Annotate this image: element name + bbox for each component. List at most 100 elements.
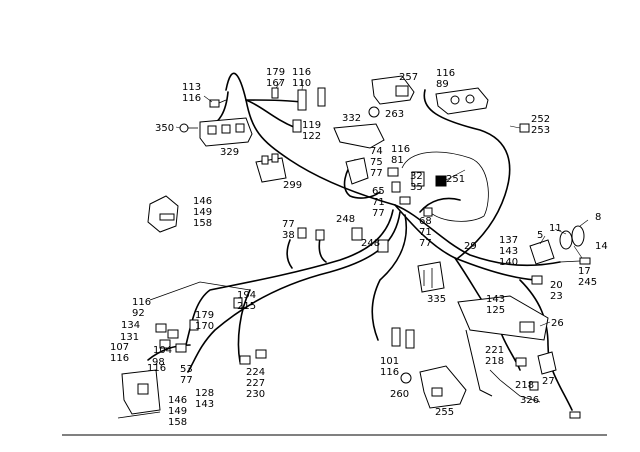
- connector-65: [391, 181, 401, 193]
- module-146-bottom: [117, 369, 161, 419]
- callout-label-c-146-149-158-bot-0: 146: [168, 395, 187, 406]
- callout-label-c-248b-0: 248: [361, 238, 380, 249]
- callout-label-c-131-0: 131: [120, 332, 139, 343]
- callout-label-c-248a-0: 248: [336, 214, 355, 225]
- callout-label-c-257-0: 257: [399, 72, 418, 83]
- callout-label-c-143-125-0: 143: [486, 294, 505, 305]
- bracket-332: [333, 123, 385, 149]
- connector-113: [209, 99, 227, 108]
- callout-label-c-146-149-158-top-2: 158: [193, 218, 212, 229]
- connector-68: [423, 207, 433, 217]
- left-harness-cluster: [149, 281, 251, 353]
- callout-label-c-116-110-1: 110: [292, 78, 311, 89]
- callout-label-c-20-23-1: 23: [550, 291, 563, 302]
- callout-label-c-116-110-0: 116: [292, 67, 311, 78]
- relay-335: [417, 261, 445, 293]
- callout-label-c-116-low-0: 116: [147, 363, 166, 374]
- callout-label-c-128-143-1: 143: [195, 399, 214, 410]
- pedal-lever: [489, 369, 541, 403]
- callout-label-c-116-92-0: 116: [132, 297, 151, 308]
- callout-label-c-53-77-0: 53: [180, 364, 193, 375]
- fuse-block-299: [255, 153, 287, 183]
- callout-label-c-252-253-1: 253: [531, 125, 550, 136]
- callout-label-c-143-125-1: 125: [486, 305, 505, 316]
- callout-label-c-107-116-1: 116: [110, 353, 129, 364]
- callout-label-c-251-0: 251: [446, 174, 465, 185]
- components: [117, 75, 591, 419]
- callout-label-c-252-253-0: 252: [531, 114, 550, 125]
- connector-194: [233, 297, 243, 309]
- callout-label-c-221-218-1: 218: [485, 356, 504, 367]
- callout-label-c-128-143-0: 128: [195, 388, 214, 399]
- grommet-263: [368, 106, 380, 118]
- bracket-257: [371, 75, 415, 105]
- connector-101a: [391, 327, 401, 347]
- callout-label-c-179-170-0: 179: [195, 310, 214, 321]
- bracket-255: [419, 365, 467, 409]
- callout-label-c-224-227-230-1: 227: [246, 378, 265, 389]
- callout-label-c-255-0: 255: [435, 407, 454, 418]
- control-unit-251: [401, 151, 489, 222]
- callout-label-c-179-167-0: 179: [266, 67, 285, 78]
- callout-label-c-218b-0: 218: [515, 380, 534, 391]
- callout-label-c-146-149-158-top-1: 149: [193, 207, 212, 218]
- callout-label-c-8-0: 8: [595, 212, 601, 223]
- callout-label-c-119-122-1: 122: [302, 131, 321, 142]
- callout-label-c-98-0: 98: [152, 357, 165, 368]
- callout-label-c-32-35-0: 32: [410, 171, 423, 182]
- callout-label-c-27-0: 27: [542, 376, 555, 387]
- callout-label-c-263-0: 263: [385, 109, 404, 120]
- callout-label-c-74-75-77-0: 74: [370, 146, 383, 157]
- callout-label-c-53-77-1: 77: [180, 375, 193, 386]
- callout-label-c-29-0: 29: [464, 241, 477, 252]
- connector-110: [317, 87, 326, 107]
- callout-label-c-20-23-0: 20: [550, 280, 563, 291]
- switch-plate-89: [435, 87, 489, 115]
- callout-label-c-146-149-158-bot-1: 149: [168, 406, 187, 417]
- callout-label-c-77-38-0: 77: [282, 219, 295, 230]
- connector-32: [399, 196, 411, 205]
- callout-label-c-65-71-77-1: 71: [372, 197, 385, 208]
- callout-label-c-329-0: 329: [220, 147, 239, 158]
- connector-38b: [315, 229, 325, 241]
- callout-label-c-65-71-77-0: 65: [372, 186, 385, 197]
- module-146-top: [147, 195, 179, 233]
- connector-221: [515, 357, 527, 367]
- callout-label-c-179-170-1: 170: [195, 321, 214, 332]
- relay-74: [345, 157, 369, 185]
- callout-label-c-74-75-77-2: 77: [370, 168, 383, 179]
- callout-label-c-14-0: 14: [595, 241, 608, 252]
- callout-label-c-113-116-1: 116: [182, 93, 201, 104]
- callout-label-c-113-116-0: 113: [182, 82, 201, 93]
- callout-label-c-116-92-1: 92: [132, 308, 145, 319]
- callout-label-c-221-218-0: 221: [485, 345, 504, 356]
- callout-label-c-194-215-0: 194: [237, 290, 256, 301]
- callout-label-c-107-116-0: 107: [110, 342, 129, 353]
- connector-224: [239, 349, 267, 365]
- callout-label-c-146-149-158-bot-2: 158: [168, 417, 187, 428]
- callout-label-c-260-0: 260: [390, 389, 409, 400]
- callout-label-c-5-0: 5: [537, 230, 543, 241]
- callout-label-c-32-35-1: 35: [410, 182, 423, 193]
- callout-label-c-146-149-158-top-0: 146: [193, 196, 212, 207]
- pedal-bracket-26: [457, 295, 549, 397]
- callout-label-c-134-0: 134: [121, 320, 140, 331]
- screw-260: [400, 372, 412, 384]
- callout-label-c-137-143-140-2: 140: [499, 257, 518, 268]
- connector-179: [271, 87, 279, 99]
- callout-label-c-68-71-77-1: 71: [419, 227, 432, 238]
- callout-label-c-119-122-0: 119: [302, 120, 321, 131]
- callout-label-c-332-0: 332: [342, 113, 361, 124]
- connector-248a: [351, 227, 363, 241]
- connector-20: [531, 275, 543, 285]
- screw-350: [179, 123, 198, 133]
- callout-label-c-104-0: 104: [153, 345, 172, 356]
- callout-label-c-179-167-1: 167: [266, 78, 285, 89]
- callout-label-c-350-0: 350: [155, 123, 174, 134]
- callout-label-c-116-89-1: 89: [436, 79, 449, 90]
- callout-label-c-137-143-140-1: 143: [499, 246, 518, 257]
- connector-248b: [377, 239, 389, 253]
- connector-119: [292, 119, 302, 133]
- callout-label-c-326-0: 326: [520, 395, 539, 406]
